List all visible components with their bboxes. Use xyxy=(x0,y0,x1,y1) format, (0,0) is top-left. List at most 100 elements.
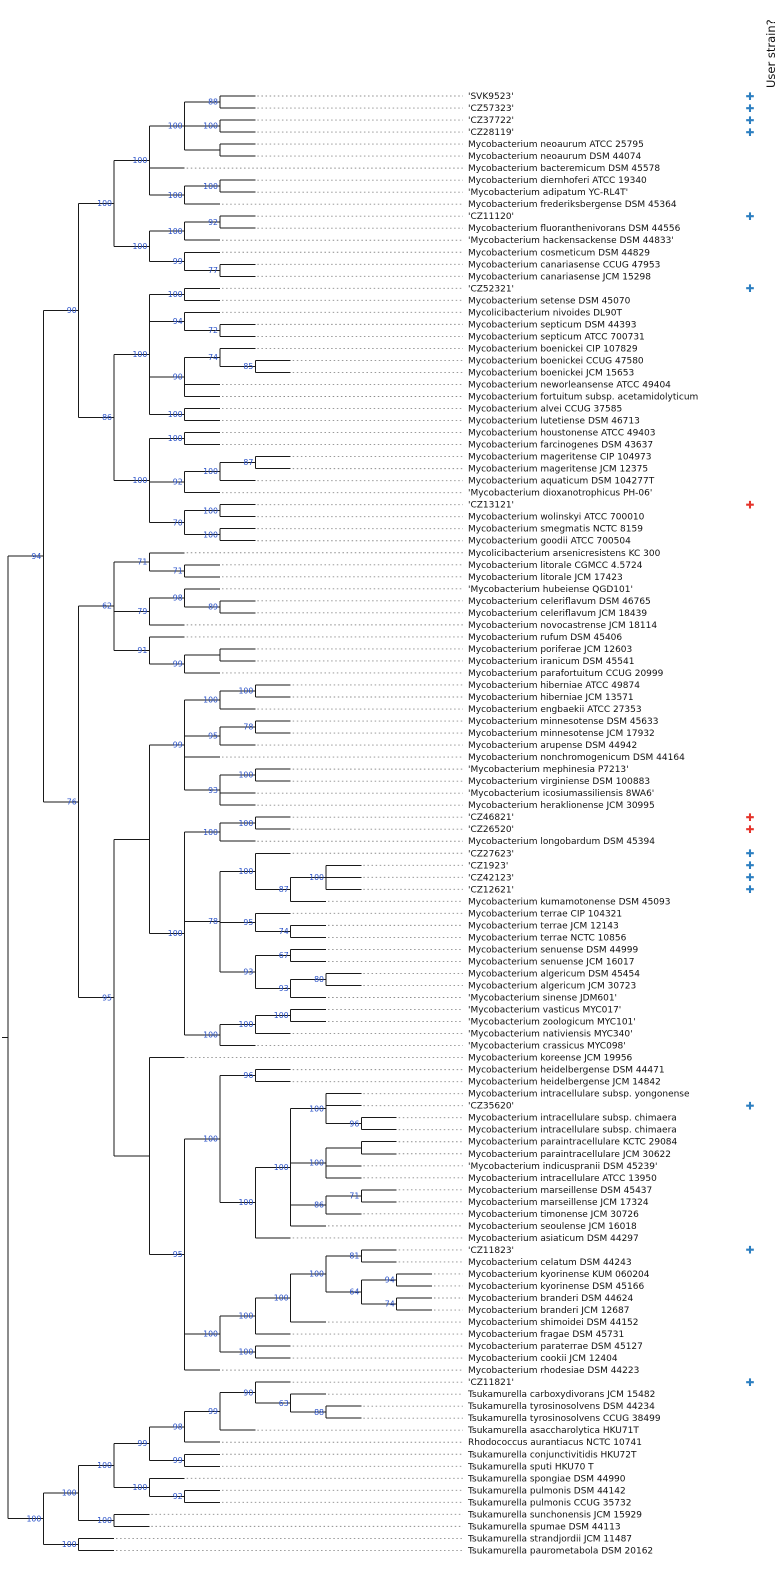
support-value: 95 xyxy=(208,732,218,741)
user-strain-marker-icon: ✚ xyxy=(746,283,755,295)
taxon-label: Mycobacterium algericum JCM 30723 xyxy=(468,981,636,991)
taxon-label: 'Mycobacterium hackensackense DSM 44833' xyxy=(468,236,674,246)
taxon-label: 'CZ26520' xyxy=(468,825,514,835)
taxon-label: Tsukamurella spongiae DSM 44990 xyxy=(467,1474,626,1484)
taxon-label: 'CZ52321' xyxy=(468,284,514,294)
taxon-label: Mycobacterium smegmatis NCTC 8159 xyxy=(468,525,643,535)
taxon-label: Mycobacterium septicum ATCC 700731 xyxy=(468,332,645,342)
taxon-label: Mycobacterium intracellulare subsp. chim… xyxy=(468,1114,677,1124)
user-strain-marker-icon: ✚ xyxy=(746,211,755,223)
support-value: 93 xyxy=(243,968,253,977)
support-value: 76 xyxy=(67,798,77,807)
taxon-label: Mycobacterium fluoranthenivorans DSM 445… xyxy=(468,224,681,234)
user-strain-marker-icon: ✚ xyxy=(746,860,755,872)
support-value: 89 xyxy=(208,602,218,611)
taxon-label: Tsukamurella strandjordii JCM 11487 xyxy=(467,1534,632,1544)
taxon-label: Tsukamurella sputi HKU70 T xyxy=(467,1462,594,1472)
support-value: 100 xyxy=(62,1489,77,1498)
support-value: 100 xyxy=(238,1020,253,1029)
support-value: 71 xyxy=(137,557,147,566)
support-value: 88 xyxy=(314,1408,324,1417)
user-strain-marker-icon: ✚ xyxy=(746,91,755,103)
support-value: 87 xyxy=(279,885,289,894)
taxon-label: 'Mycobacterium dioxanotrophicus PH-06' xyxy=(468,489,652,499)
taxon-label: Mycobacterium aquaticum DSM 104277T xyxy=(468,477,655,487)
taxon-label: Mycobacterium terrae JCM 12143 xyxy=(468,921,619,931)
support-value: 100 xyxy=(238,1312,253,1321)
taxon-label: Mycobacterium arupense DSM 44942 xyxy=(468,741,637,751)
support-value: 100 xyxy=(97,1516,112,1525)
taxon-label: Mycobacterium celatum DSM 44243 xyxy=(468,1258,632,1268)
support-value: 100 xyxy=(203,530,218,539)
taxon-label: 'CZ13121' xyxy=(468,501,514,511)
taxon-label: Mycobacterium virginiense DSM 100883 xyxy=(468,777,650,787)
taxon-label: Mycobacterium parafortuitum CCUG 20999 xyxy=(468,669,664,679)
taxon-label: Mycobacterium septicum DSM 44393 xyxy=(468,320,636,330)
taxon-label: Tsukamurella asaccharolytica HKU71T xyxy=(467,1426,639,1436)
support-value: 100 xyxy=(132,1483,147,1492)
taxon-label: Mycobacterium mageritense CIP 104973 xyxy=(468,453,652,463)
support-value: 99 xyxy=(137,1439,147,1448)
support-value: 90 xyxy=(243,1388,253,1397)
support-value: 100 xyxy=(168,122,183,131)
support-value: 99 xyxy=(173,741,183,750)
taxon-label: Tsukamurella paurometabola DSM 20162 xyxy=(467,1546,653,1556)
taxon-label: 'CZ37722' xyxy=(468,116,514,126)
taxon-label: Mycobacterium iranicum DSM 45541 xyxy=(468,657,634,667)
support-value: 100 xyxy=(238,819,253,828)
support-value: 98 xyxy=(173,1422,183,1431)
support-value: 86 xyxy=(314,1200,324,1209)
support-value: 100 xyxy=(309,1270,324,1279)
user-strain-marker-icon: ✚ xyxy=(746,872,755,884)
support-value: 100 xyxy=(203,122,218,131)
user-strain-marker-icon: ✚ xyxy=(746,848,755,860)
taxon-label: Mycobacterium marseillense DSM 45437 xyxy=(468,1186,652,1196)
support-value: 86 xyxy=(102,413,112,422)
taxon-label: 'CZ27623' xyxy=(468,849,514,859)
support-value: 63 xyxy=(279,1399,289,1408)
taxon-label: Mycobacterium minnesotense JCM 17932 xyxy=(468,729,655,739)
support-value: 100 xyxy=(168,290,183,299)
support-value: 100 xyxy=(203,1330,218,1339)
user-strain-marker-icon: ✚ xyxy=(746,499,755,511)
taxon-label: Mycobacterium litorale JCM 17423 xyxy=(468,573,623,583)
user-strain-marker-icon: ✚ xyxy=(746,884,755,896)
support-value: 100 xyxy=(274,1163,289,1172)
user-strain-marker-icon: ✚ xyxy=(746,103,755,115)
support-value: 98 xyxy=(173,593,183,602)
support-value: 99 xyxy=(173,1456,183,1465)
support-value: 100 xyxy=(168,227,183,236)
taxon-label: 'CZ57323' xyxy=(468,104,514,114)
taxon-label: 'Mycobacterium nativiensis MYC340' xyxy=(468,1030,633,1040)
taxon-label: Tsukamurella pulmonis DSM 44142 xyxy=(467,1486,626,1496)
support-value: 100 xyxy=(274,1011,289,1020)
taxon-label: Mycobacterium frederiksbergense DSM 4536… xyxy=(468,200,677,210)
user-strain-marker-icon: ✚ xyxy=(746,115,755,127)
taxon-label: 'SVK9523' xyxy=(468,92,514,102)
taxon-label: Tsukamurella tyrosinosolvens DSM 44234 xyxy=(467,1402,655,1412)
taxon-label: Mycobacterium houstonense ATCC 49403 xyxy=(468,429,655,439)
support-value: 99 xyxy=(208,1407,218,1416)
support-value: 100 xyxy=(97,1461,112,1470)
support-value: 100 xyxy=(203,696,218,705)
taxon-label: 'CZ11821' xyxy=(468,1378,514,1388)
support-value: 100 xyxy=(238,1198,253,1207)
taxon-label: Mycobacterium paraintracellulare JCM 306… xyxy=(468,1150,671,1160)
taxon-label: 'Mycobacterium hubeiense QGD101' xyxy=(468,585,633,595)
taxon-label: Mycobacterium seoulense JCM 16018 xyxy=(468,1222,637,1232)
taxon-label: Mycobacterium heraklionense JCM 30995 xyxy=(468,801,655,811)
taxon-label: Mycobacterium senuense JCM 16017 xyxy=(468,957,634,967)
taxon-label: 'Mycobacterium vasticus MYC017' xyxy=(468,1006,621,1016)
taxon-label: Mycolicibacterium nivoides DL90T xyxy=(468,308,623,318)
support-value: 100 xyxy=(238,867,253,876)
taxon-label: Mycobacterium rufum DSM 45406 xyxy=(468,633,622,643)
taxon-label: 'CZ28119' xyxy=(468,128,514,138)
taxon-label: Mycobacterium cookii JCM 12404 xyxy=(468,1354,618,1364)
taxon-label: 'Mycobacterium zoologicum MYC101' xyxy=(468,1018,636,1028)
taxon-label: Mycobacterium setense DSM 45070 xyxy=(468,296,631,306)
support-value: 100 xyxy=(62,1540,77,1549)
taxon-label: Mycobacterium neoaurum ATCC 25795 xyxy=(468,140,644,150)
support-value: 91 xyxy=(137,646,147,655)
support-value: 99 xyxy=(173,257,183,266)
